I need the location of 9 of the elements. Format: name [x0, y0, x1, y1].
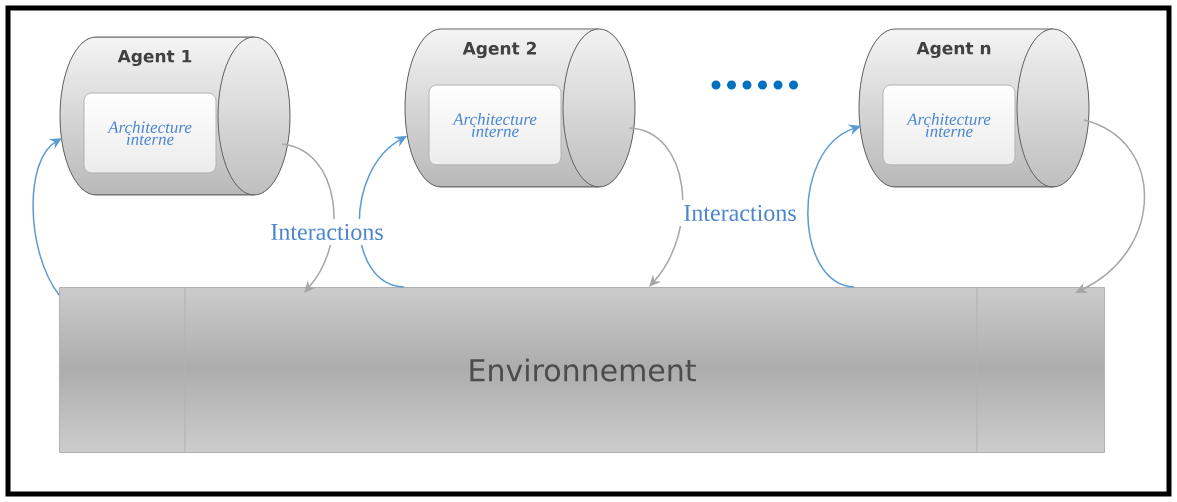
- inner-box: Architecture interne: [428, 84, 562, 166]
- arrow: [1075, 119, 1146, 293]
- inner-box: Architecture interne: [83, 92, 217, 174]
- environment-bar: Environnement: [59, 287, 1105, 453]
- interactions-label: Interactions: [678, 199, 802, 227]
- arrow: [807, 124, 861, 288]
- arrow: [32, 138, 62, 296]
- inner-box: Architecture interne: [882, 84, 1016, 166]
- interactions-label: Interactions: [265, 218, 389, 246]
